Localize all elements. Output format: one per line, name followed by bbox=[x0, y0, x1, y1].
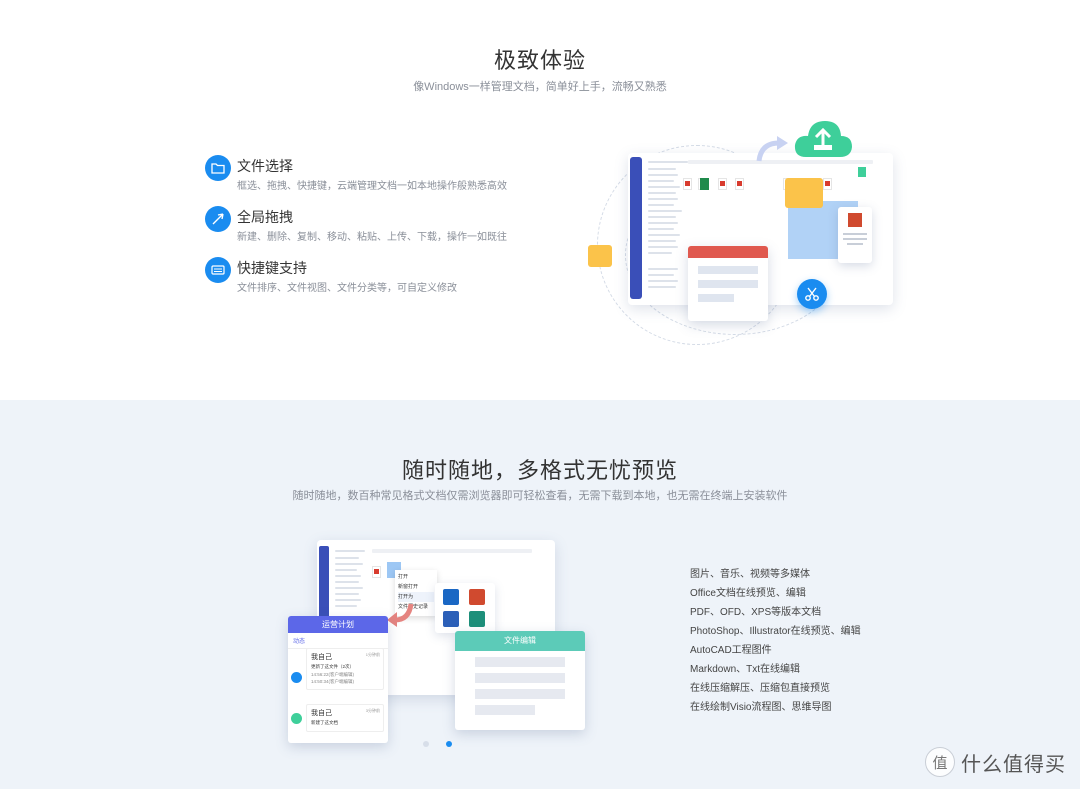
ppt-file-card bbox=[838, 207, 872, 263]
feature-file-select: 文件选择 框选、拖拽、快捷键，云端管理文档一如本地操作般熟悉高效 bbox=[205, 155, 525, 195]
list-item: 图片、音乐、视频等多媒体 bbox=[690, 569, 810, 580]
powerpoint-icon bbox=[469, 589, 485, 605]
feature-desc: 框选、拖拽、快捷键，云端管理文档一如本地操作般熟悉高效 bbox=[237, 181, 507, 192]
app-sidebar bbox=[630, 157, 642, 299]
preview-illustration: 打开 新窗打开 打开为 文件历史记录 运营计划 动态 我自己 1分钟前 更新了这… bbox=[285, 538, 590, 753]
card-header: 文件编辑 bbox=[455, 631, 585, 651]
list-item: Markdown、Txt在线编辑 bbox=[690, 664, 801, 675]
tab-activity[interactable]: 动态 bbox=[288, 633, 388, 649]
list-item: PDF、OFD、XPS等版本文档 bbox=[690, 607, 822, 618]
file-manager-illustration bbox=[585, 115, 900, 350]
edit-icon bbox=[291, 672, 302, 683]
card-header: 运营计划 bbox=[288, 616, 388, 633]
list-item: 在线绘制Visio流程图、思维导图 bbox=[690, 702, 832, 713]
list-item: Office文档在线预览、编辑 bbox=[690, 588, 806, 599]
add-icon bbox=[291, 713, 302, 724]
entry-log: 14:56:22(客户端编辑) bbox=[311, 672, 355, 677]
arrow-icon bbox=[755, 133, 791, 163]
arrow-icon bbox=[385, 600, 415, 628]
edit-card: 文件编辑 bbox=[455, 631, 585, 730]
carousel-dot-active[interactable] bbox=[446, 741, 452, 747]
scissors-icon bbox=[797, 279, 827, 309]
feature-desc: 文件排序、文件视图、文件分类等，可自定义修改 bbox=[237, 283, 457, 294]
entry-time: 1分钟前 bbox=[365, 652, 380, 657]
section-title: 极致体验 bbox=[493, 48, 586, 73]
office-icons-card bbox=[435, 583, 495, 633]
publisher-icon bbox=[469, 611, 485, 627]
feature-name: 全局拖拽 bbox=[237, 209, 293, 225]
cloud-upload-icon bbox=[792, 117, 854, 159]
feature-name: 快捷键支持 bbox=[237, 260, 307, 276]
watermark-symbol: 值 bbox=[925, 747, 955, 777]
format-list: 图片、音乐、视频等多媒体 Office文档在线预览、编辑 PDF、OFD、XPS… bbox=[690, 565, 950, 717]
keyboard-icon bbox=[205, 257, 231, 283]
entry-action: 新建了这文档 bbox=[311, 720, 338, 725]
section-subtitle: 像Windows一样管理文档，简单好上手，流畅又熟悉 bbox=[413, 81, 667, 93]
carousel-dot[interactable] bbox=[423, 741, 429, 747]
section-experience: 极致体验 像Windows一样管理文档，简单好上手，流畅又熟悉 文件选择 框选、… bbox=[205, 48, 900, 350]
entry-user: 我自己 bbox=[311, 654, 332, 661]
document-card bbox=[688, 246, 768, 321]
feature-name: 文件选择 bbox=[237, 158, 293, 174]
feature-shortcut: 快捷键支持 文件排序、文件视图、文件分类等，可自定义修改 bbox=[205, 257, 525, 297]
folder-icon bbox=[588, 245, 612, 267]
entry-log: 14:50:34(客户端编辑) bbox=[311, 679, 355, 684]
list-item: PhotoShop、Illustrator在线预览、编辑 bbox=[690, 626, 861, 637]
list-item: AutoCAD工程图件 bbox=[690, 645, 772, 656]
drag-icon bbox=[205, 206, 231, 232]
folder-icon bbox=[205, 155, 231, 181]
section-subtitle: 随时随地，数百种常见格式文档仅需浏览器即可轻松查看，无需下载到本地，也无需在终端… bbox=[292, 490, 788, 502]
list-item: 在线压缩解压、压缩包直接预览 bbox=[690, 683, 830, 694]
word-icon bbox=[443, 611, 459, 627]
entry-time: 3分钟前 bbox=[365, 708, 380, 713]
menu-item[interactable]: 新窗打开 bbox=[398, 584, 419, 590]
section-title: 随时随地，多格式无忧预览 bbox=[401, 458, 678, 483]
folder-icon bbox=[785, 178, 823, 208]
menu-item[interactable]: 打开 bbox=[398, 574, 409, 580]
plan-card: 运营计划 动态 我自己 1分钟前 更新了这文件（2次） 14:56:22(客户端… bbox=[288, 616, 388, 743]
entry-user: 我自己 bbox=[311, 710, 332, 717]
feature-global-drag: 全局拖拽 新建、删除、复制、移动、粘贴、上传、下载，操作一如既往 bbox=[205, 206, 525, 246]
outlook-icon bbox=[443, 589, 459, 605]
watermark-logo: 值 什么值得买 bbox=[925, 747, 1066, 777]
watermark-text: 什么值得买 bbox=[961, 753, 1066, 776]
entry-action: 更新了这文件（2次） bbox=[311, 664, 355, 669]
menu-item[interactable]: 打开为 bbox=[398, 592, 434, 602]
feature-desc: 新建、删除、复制、移动、粘贴、上传、下载，操作一如既往 bbox=[237, 232, 507, 243]
